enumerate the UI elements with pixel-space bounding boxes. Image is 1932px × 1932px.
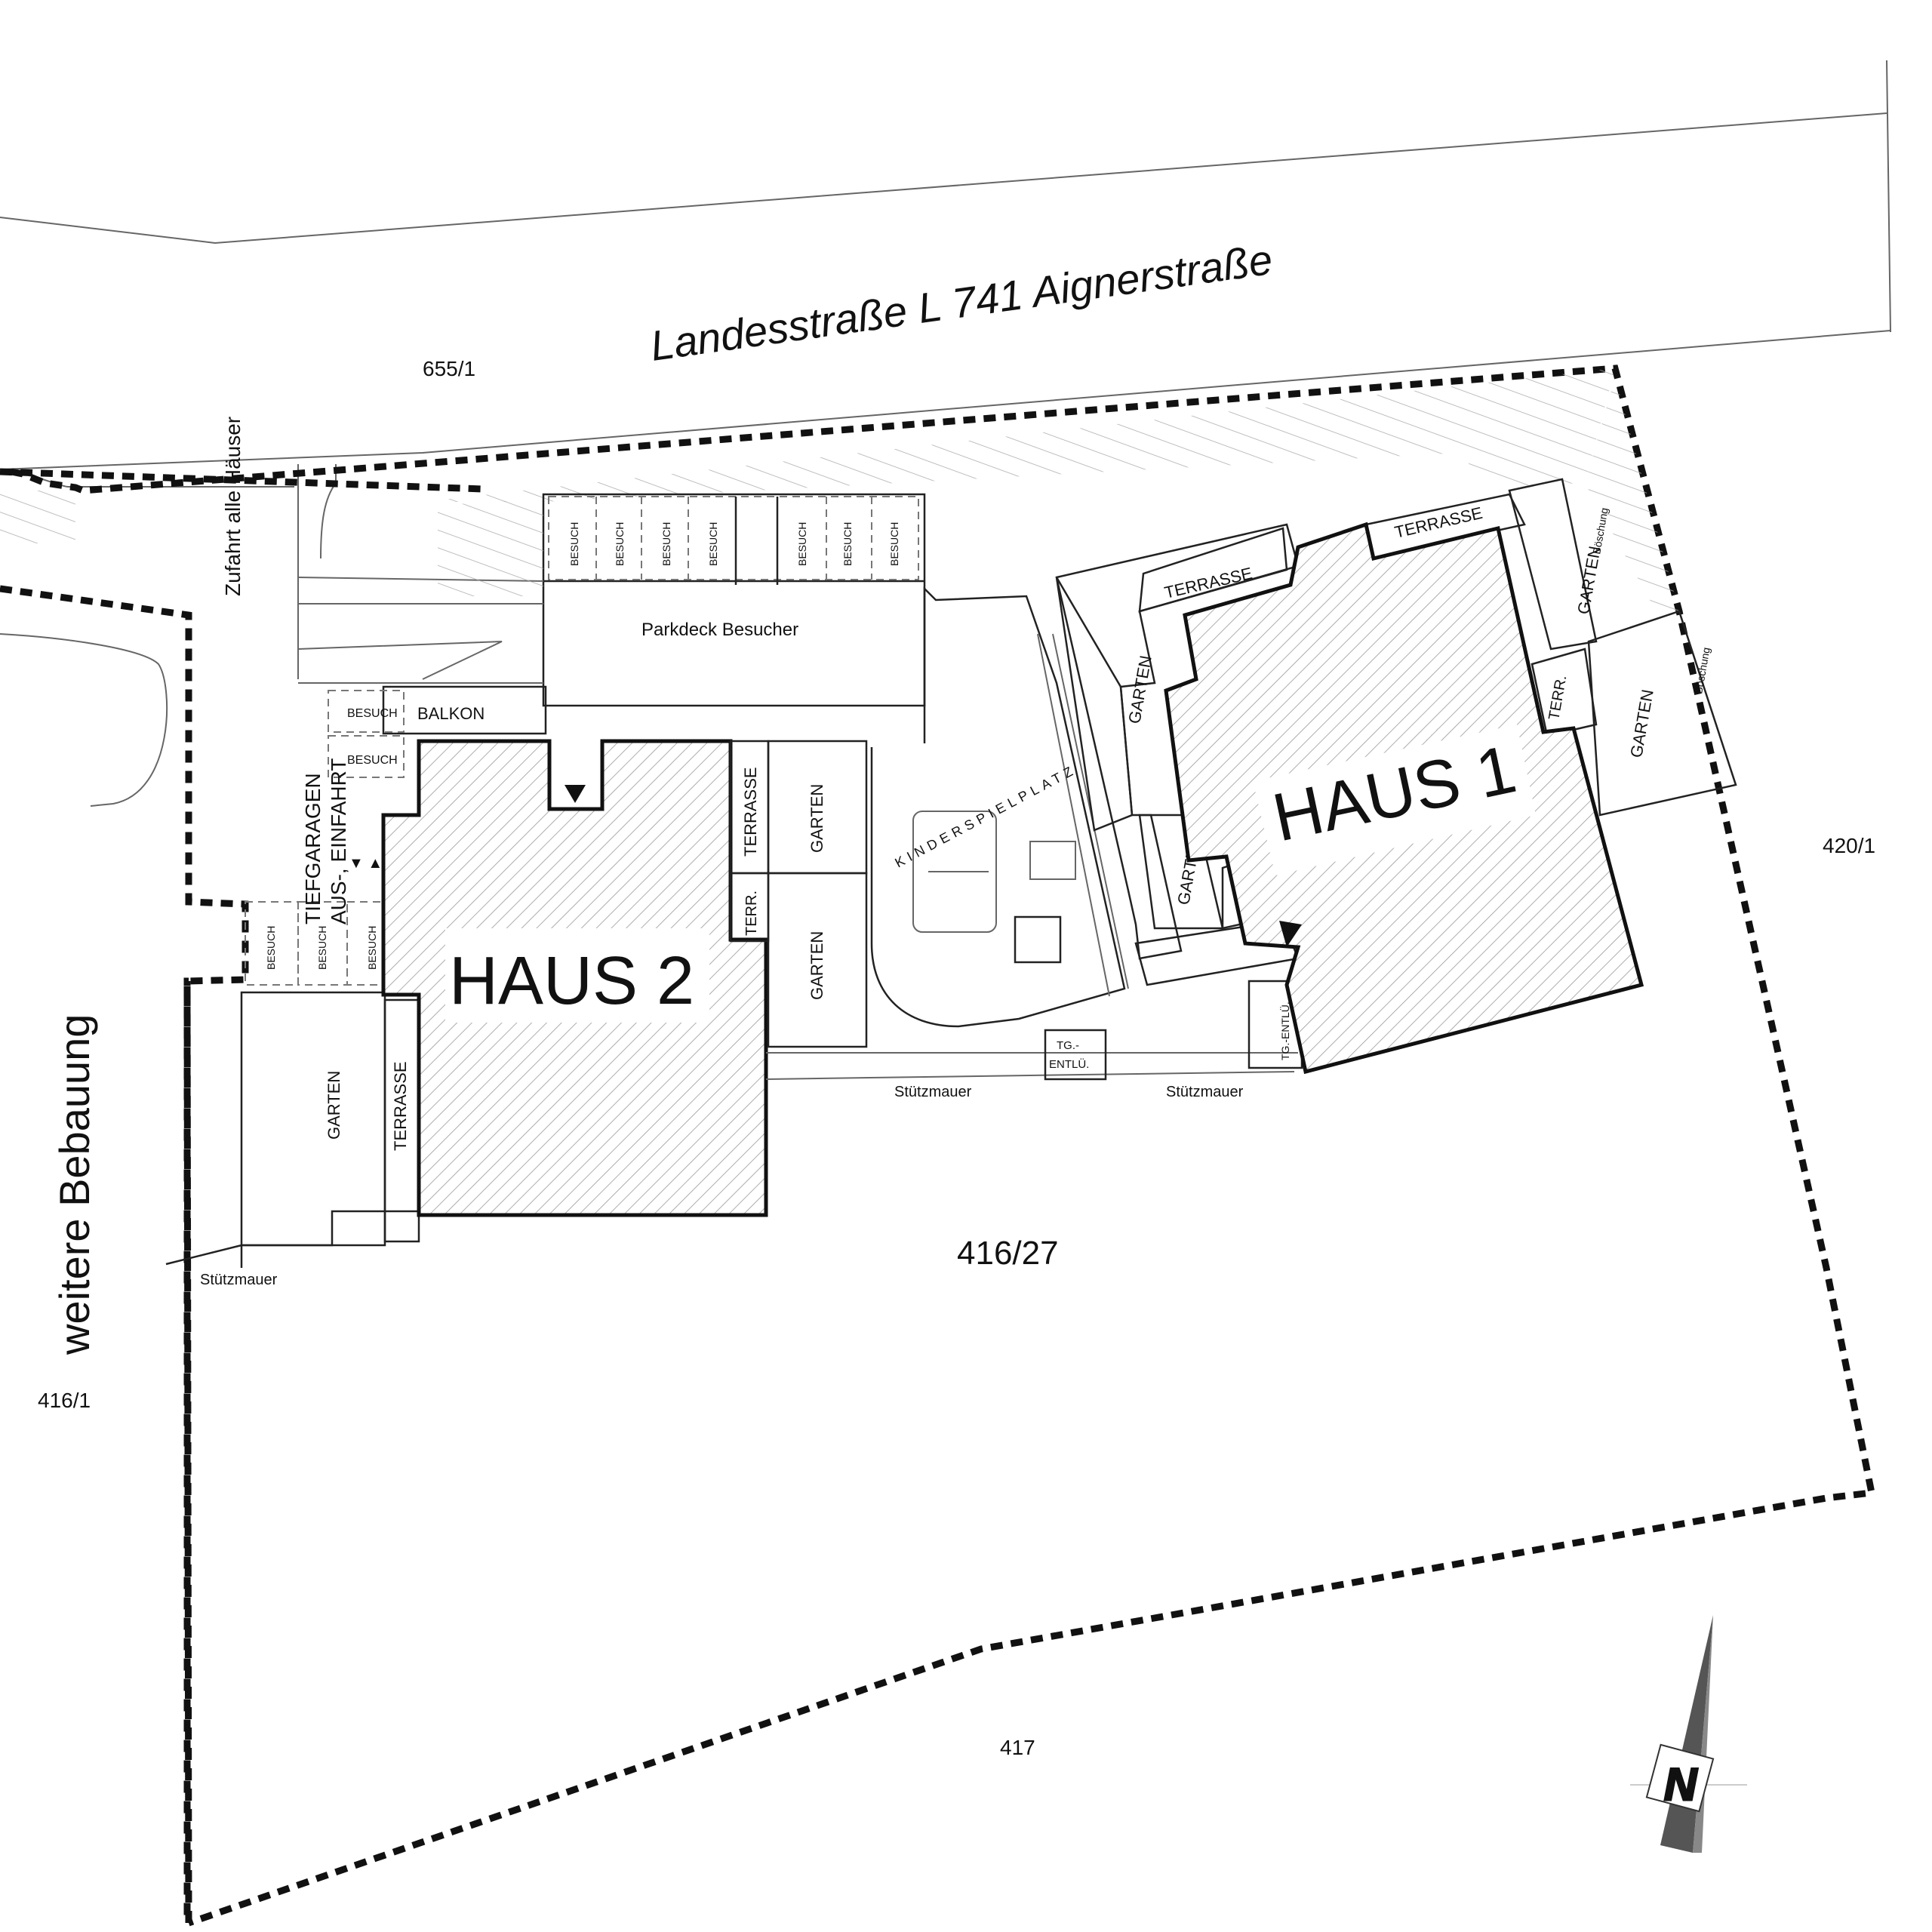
embankment-east	[1585, 377, 1679, 619]
balkon-label: BALKON	[417, 704, 485, 723]
north-arrow-label: N	[1664, 1759, 1698, 1810]
visitor-label-w5: BESUCH	[366, 926, 378, 970]
visitor-label-1: BESUCH	[568, 522, 580, 566]
visitor-label-w2: BESUCH	[347, 754, 398, 767]
house-2-terrace-label: TERRASSE	[741, 767, 760, 857]
embankment-north	[423, 368, 1615, 502]
visitor-label-7: BESUCH	[888, 522, 900, 566]
garage-label-2: AUS-, EINFAHRT	[327, 758, 350, 924]
neighbour-label: weitere Bebauung	[51, 1014, 98, 1355]
ramp	[297, 498, 544, 684]
visitor-label-3: BESUCH	[660, 522, 672, 566]
parcel-east: 420/1	[1823, 834, 1875, 857]
visitor-label-6: BESUCH	[841, 522, 854, 566]
west-garden-label: GARTEN	[325, 1071, 343, 1140]
parcel-main: 416/27	[957, 1235, 1059, 1272]
north-arrow	[1630, 1615, 1747, 1853]
west-garden	[165, 991, 420, 1268]
visitor-parking-west	[245, 690, 405, 986]
vent-label-1: TG.-	[1057, 1039, 1079, 1052]
visitor-label-w4: BESUCH	[316, 926, 328, 970]
playground	[870, 586, 1129, 1028]
parkdeck	[542, 493, 926, 707]
visitor-parking-row-north	[548, 496, 919, 585]
access-road	[0, 464, 337, 807]
house-1-garden-label-4: GARTEN	[1626, 688, 1657, 759]
house-2-terr-label: TERR.	[743, 891, 760, 936]
walkway	[765, 980, 1303, 1081]
access-road-label: Zufahrt alle Häuser	[221, 417, 245, 596]
garage-arrows: ▼ ▲	[349, 855, 383, 872]
visitor-label-4: BESUCH	[707, 522, 719, 566]
wall-label-1: Stützmauer	[894, 1084, 972, 1100]
parcel-north: 655/1	[423, 357, 475, 380]
west-wall-label: Stützmauer	[200, 1272, 278, 1288]
property-boundary	[11, 365, 1876, 1927]
vent-label-2: ENTLÜ.	[1049, 1057, 1089, 1071]
street-band	[0, 60, 1891, 470]
embankment-label-1: Böschung	[1590, 506, 1611, 555]
parkdeck-label: Parkdeck Besucher	[641, 620, 798, 640]
street-label: Landesstraße L 741 Aignerstraße	[648, 235, 1275, 370]
west-boundary	[0, 585, 249, 1923]
vent-label-single: TG.-ENTLÜ.	[1278, 1001, 1291, 1060]
balkon	[382, 685, 547, 735]
house-1-entrance-icon	[1279, 921, 1302, 947]
house-1-garden-label-1: GARTEN	[1124, 654, 1155, 725]
visitor-label-w1: BESUCH	[347, 707, 398, 720]
house-2-garden-label-1: GARTEN	[808, 784, 826, 853]
parcel-south: 417	[1000, 1736, 1035, 1759]
house-1-terrace-label-1: TERRASSE	[1163, 564, 1254, 602]
parcel-west: 416/1	[38, 1389, 91, 1412]
visitor-label-2: BESUCH	[614, 522, 626, 566]
house-2-entrance-icon	[565, 785, 586, 803]
wall-label-2: Stützmauer	[1166, 1084, 1244, 1100]
house-2-label: HAUS 2	[449, 943, 694, 1019]
house-2-garden-label-2: GARTEN	[808, 931, 826, 1000]
west-terrace-label: TERRASSE	[391, 1061, 410, 1151]
visitor-label-5: BESUCH	[796, 522, 808, 566]
playground-label: KINDERSPIELPLATZ	[892, 761, 1079, 870]
visitor-label-w3: BESUCH	[265, 926, 277, 970]
house-1-terr-label-e: TERR.	[1546, 674, 1570, 721]
garage-label-1: TIEFGARAGEN	[301, 773, 325, 924]
